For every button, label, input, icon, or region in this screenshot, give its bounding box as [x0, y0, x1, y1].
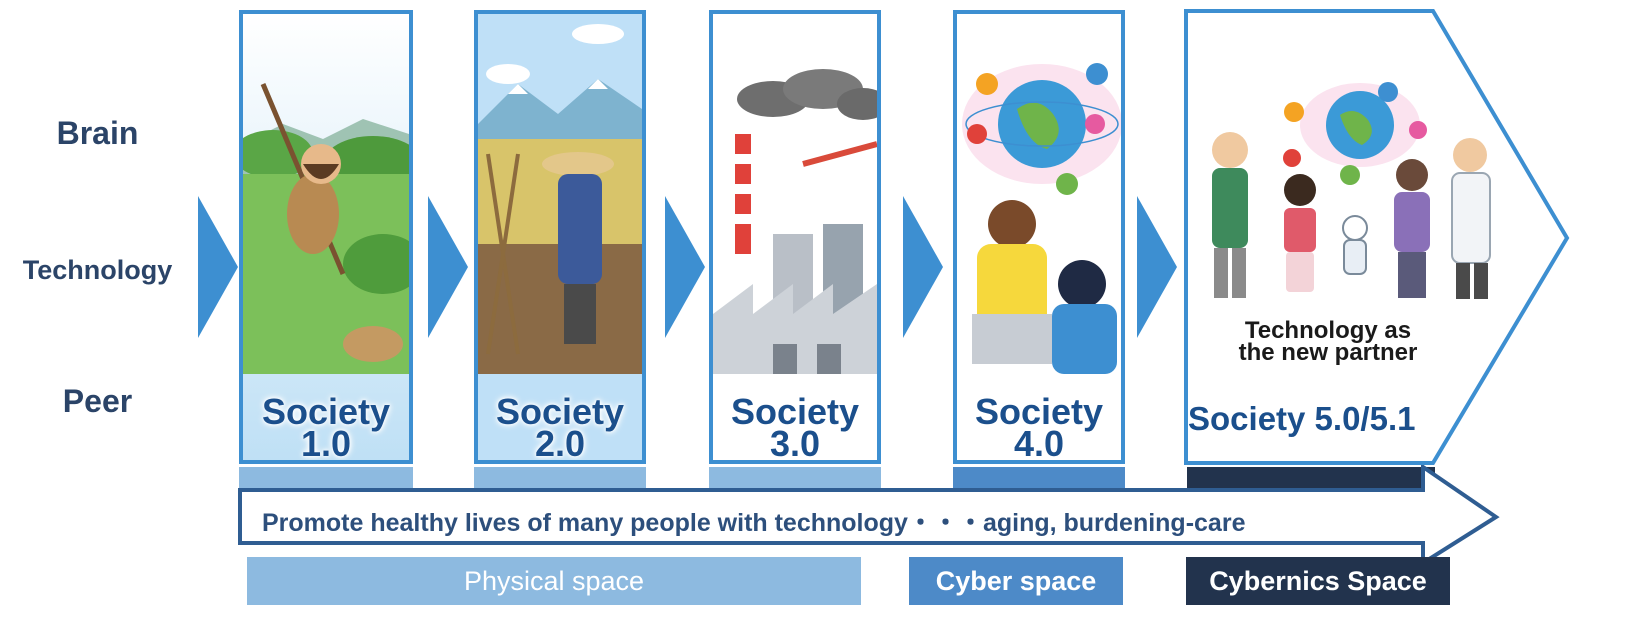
society-1-version: 1.0 [300, 423, 352, 464]
society-4-title: Society 4.0 [957, 391, 1121, 464]
cyber-space-bar: Cyber space [909, 557, 1123, 605]
people-with-robot-illustration [1212, 82, 1491, 299]
society-2-label: Society [495, 391, 625, 432]
society-5-title: Society 5.0/5.1 [1188, 400, 1416, 437]
stage-strip [239, 467, 413, 488]
society-2-version: 2.0 [534, 423, 586, 464]
society-5-card [1184, 9, 1570, 465]
chevron-arrow-icon [903, 196, 943, 338]
farming-scene-illustration [478, 14, 642, 460]
information-scene-illustration [957, 14, 1121, 460]
cybernics-space-bar: Cybernics Space [1186, 557, 1450, 605]
hunting-scene-illustration [243, 14, 409, 460]
stage-strip [953, 467, 1125, 488]
stage-strip [709, 467, 881, 488]
row-label-brain: Brain [56, 115, 139, 151]
caption-line-2: the new partner [1238, 339, 1418, 366]
stage-strip [1187, 467, 1435, 488]
chevron-arrow-icon [198, 196, 238, 338]
society-4-card: Society 4.0 [953, 10, 1125, 464]
chevron-arrow-icon [1137, 196, 1177, 338]
society-1-label: Society [261, 391, 391, 432]
promote-arrow-shape [238, 465, 1500, 565]
society-2-title: Society 2.0 [478, 391, 642, 464]
caption-line-1: Technology as [1244, 317, 1412, 344]
physical-space-bar: Physical space [247, 557, 861, 605]
society-3-card: Society 3.0 [709, 10, 881, 464]
society-1-title: Society 1.0 [243, 391, 409, 464]
society-3-label: Society [730, 391, 860, 432]
row-label-technology: Technology [22, 255, 173, 285]
society-1-card: Society 1.0 [239, 10, 413, 464]
society-4-label: Society [974, 391, 1104, 432]
society-4-version: 4.0 [1013, 423, 1065, 464]
promote-arrow-text: Promote healthy lives of many people wit… [262, 509, 1246, 537]
stage-strip [474, 467, 646, 488]
society-3-title: Society 3.0 [713, 391, 877, 464]
chevron-arrow-icon [428, 196, 468, 338]
society-2-card: Society 2.0 [474, 10, 646, 464]
society-5-caption: Technology as the new partner [1200, 317, 1456, 366]
society-3-version: 3.0 [769, 423, 821, 464]
factory-scene-illustration [713, 14, 877, 460]
row-label-peer: Peer [62, 383, 133, 419]
chevron-arrow-icon [665, 196, 705, 338]
